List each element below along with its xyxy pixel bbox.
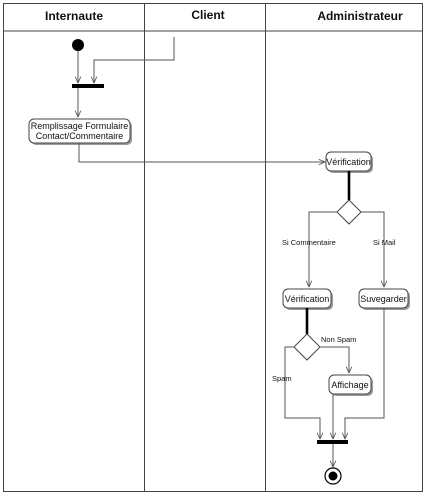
guard-spam: Spam xyxy=(272,374,292,383)
activity-verification-1: Vérification xyxy=(325,151,373,173)
activity-sauvegarder-label: Suvegarder xyxy=(360,294,407,304)
final-node xyxy=(324,467,342,485)
lane-header-client: Client xyxy=(191,8,224,22)
guard-si-commentaire: Si Commentaire xyxy=(282,238,336,247)
activity-affichage: Affichage xyxy=(328,374,373,396)
decision-node-2 xyxy=(293,333,321,361)
guard-si-mail: Si Mail xyxy=(373,238,396,247)
activity-remplissage-line1: Remplissage Formulaire xyxy=(31,121,129,131)
flow-sauvegarder-to-join xyxy=(345,308,385,439)
flow-client-to-fork xyxy=(94,37,175,83)
activity-remplissage: Remplissage Formulaire Contact/Commentai… xyxy=(28,118,132,145)
flow-decision-to-sauvegarder xyxy=(361,211,384,287)
activity-verification-1-label: Vérification xyxy=(326,157,371,167)
guard-non-spam: Non Spam xyxy=(321,335,356,344)
flow-decision-2-to-affichage xyxy=(320,346,349,373)
initial-node xyxy=(72,39,84,51)
lane-header-internaute: Internaute xyxy=(45,9,103,23)
lane-header-administrateur: Administrateur xyxy=(317,9,403,23)
activity-affichage-label: Affichage xyxy=(331,380,368,390)
activity-remplissage-line2: Contact/Commentaire xyxy=(36,131,124,141)
fork-bar xyxy=(72,84,104,88)
join-bar xyxy=(317,440,348,444)
activity-sauvegarder: Suvegarder xyxy=(358,288,410,310)
activity-verification-2: Vérification xyxy=(282,288,333,310)
flow-decision-to-verification-2 xyxy=(309,211,337,287)
diagram-frame xyxy=(3,3,423,492)
flow-remplissage-to-verification xyxy=(78,143,325,162)
activity-verification-2-label: Vérification xyxy=(285,294,330,304)
flow-decision-2-spam-to-join xyxy=(284,346,320,439)
decision-node-1 xyxy=(336,199,362,225)
